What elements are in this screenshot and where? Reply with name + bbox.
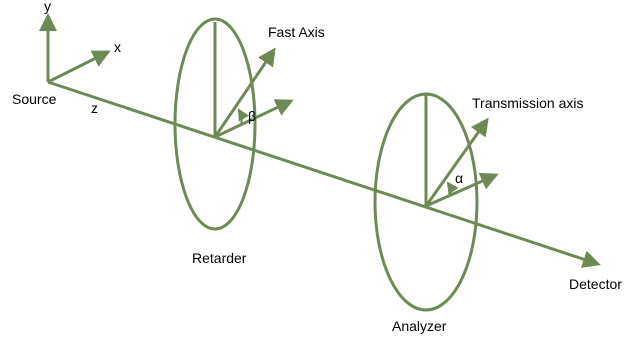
x-axis-label: x [114,39,121,55]
z-axis-label: z [91,100,98,116]
transmission-axis-label: Transmission axis [472,95,584,111]
x-axis-arrow [47,50,111,84]
y-axis-label: y [44,0,51,14]
retarder-ellipse [173,17,257,231]
fast-axis-label: Fast Axis [268,24,325,40]
analyzer-label: Analyzer [392,318,447,334]
source-label: Source [12,91,57,107]
analyzer-horizontal-arrow [425,172,499,208]
retarder-label: Retarder [192,250,247,266]
alpha-label: α [455,170,463,186]
analyzer: α Transmission axis Analyzer [373,92,584,334]
retarder: β Fast Axis Retarder [173,17,325,266]
transmission-axis-arrow [424,117,489,207]
beam-axis-arrow [47,80,601,268]
alpha-angle-arc [446,181,459,197]
coordinate-frame: y x z [39,0,121,116]
analyzer-ellipse [373,92,479,312]
fast-axis-arrow [213,47,276,138]
detector-label: Detector [569,276,622,292]
beta-angle-arc [238,108,250,126]
retarder-horizontal-arrow [214,99,294,139]
beta-label: β [248,108,256,124]
